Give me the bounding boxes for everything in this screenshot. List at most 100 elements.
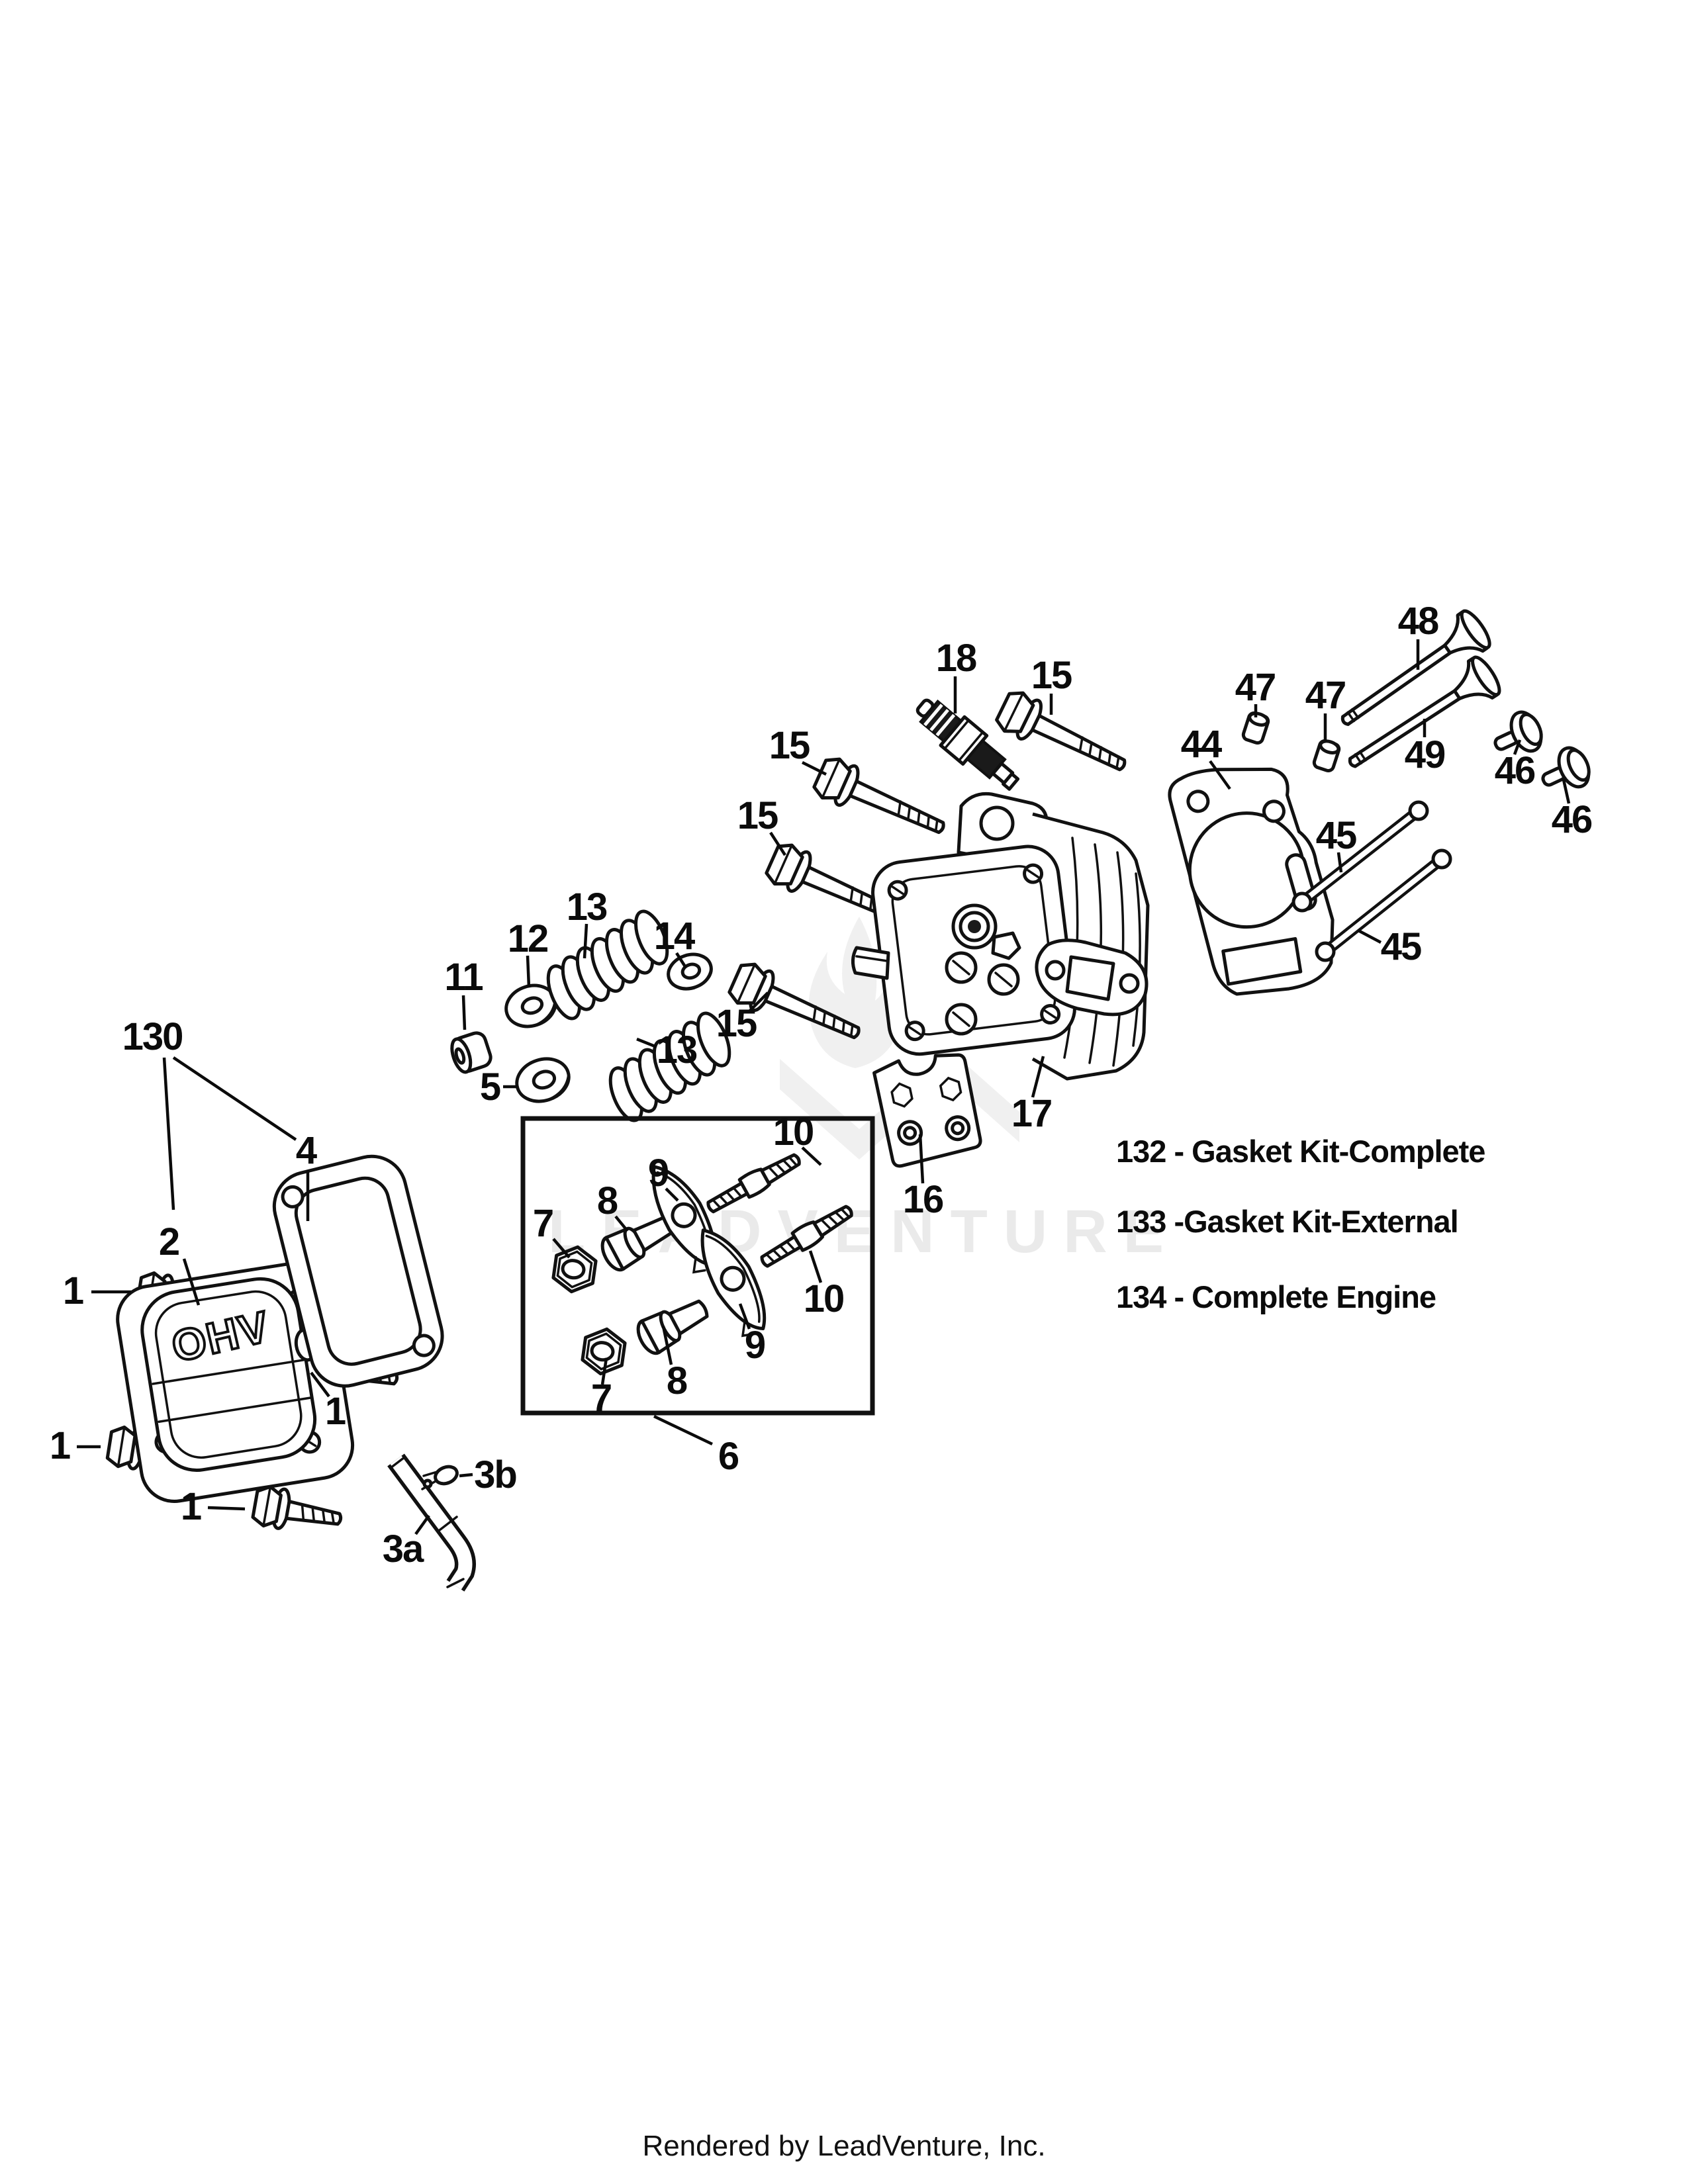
svg-text:9[interactable]: 9 [745, 1324, 767, 1367]
callout-5: 5 [480, 1066, 518, 1109]
svg-text:2[interactable]: 2 [159, 1220, 180, 1263]
valve-guide-seal [450, 1031, 492, 1074]
svg-text:46[interactable]: 46 [1552, 798, 1593, 841]
callout-11: 11 [444, 956, 484, 1030]
svg-text:3a[interactable]: 3a [383, 1527, 426, 1570]
leadventure-watermark: LEADVENTURE [548, 917, 1164, 1265]
valve-cap [667, 952, 713, 991]
svg-text:8[interactable]: 8 [667, 1359, 688, 1402]
callout-7a: 7 [533, 1202, 571, 1259]
callout-4: 4 [296, 1129, 318, 1221]
callout-47b: 47 [1305, 674, 1346, 741]
valve-cover: OHV [116, 1261, 355, 1503]
svg-text:48[interactable]: 48 [1398, 600, 1440, 643]
svg-text:16[interactable]: 16 [903, 1178, 945, 1221]
svg-text:18[interactable]: 18 [936, 637, 978, 680]
callouts-layer: 130 2 4 1 1 1 1 3a 3b 5 11 12 13 14 13 [50, 600, 1593, 1570]
callout-10a: 10 [773, 1111, 822, 1166]
svg-text:45[interactable]: 45 [1381, 925, 1423, 968]
svg-text:44[interactable]: 44 [1181, 723, 1223, 766]
callout-6: 6 [653, 1414, 740, 1478]
svg-text:7[interactable]: 7 [591, 1377, 612, 1420]
callout-12: 12 [508, 917, 549, 988]
svg-text:9[interactable]: 9 [648, 1152, 670, 1195]
callout-44: 44 [1181, 723, 1231, 790]
callout-15c: 15 [737, 794, 786, 856]
svg-text:46[interactable]: 46 [1495, 749, 1536, 792]
callout-47a: 47 [1235, 666, 1276, 717]
svg-text:15[interactable]: 15 [737, 794, 779, 837]
svg-text:15[interactable]: 15 [1031, 654, 1073, 697]
callout-1d: 1 [310, 1371, 347, 1433]
callout-15d: 15 [716, 991, 769, 1045]
spring-retainer-upper [504, 983, 557, 1028]
callout-49: 49 [1405, 719, 1446, 776]
tube-clamp [421, 1465, 459, 1490]
kit-note-132: 132 - Gasket Kit-Complete [1116, 1134, 1485, 1169]
head-bolt-15b [812, 754, 951, 848]
callout-17: 17 [1011, 1056, 1053, 1135]
kit-note-133: 133 -Gasket Kit-External [1116, 1204, 1459, 1239]
callout-2: 2 [159, 1220, 201, 1306]
rocker-kit-box [520, 1116, 875, 1416]
svg-text:130[interactable]: 130 [122, 1015, 184, 1058]
svg-text:47[interactable]: 47 [1235, 666, 1277, 709]
svg-text:13[interactable]: 13 [567, 886, 608, 929]
callout-9b: 9 [738, 1303, 767, 1367]
head-bolt-15a [994, 688, 1133, 785]
svg-text:4[interactable]: 4 [296, 1129, 318, 1172]
callout-45b: 45 [1357, 925, 1423, 968]
callout-130: 130 [122, 1015, 297, 1210]
svg-text:7[interactable]: 7 [533, 1202, 554, 1245]
callout-3a: 3a [383, 1514, 430, 1570]
svg-text:49[interactable]: 49 [1405, 733, 1446, 776]
svg-text:15[interactable]: 15 [769, 724, 811, 767]
flame-v-logo [808, 917, 902, 1068]
cylinder-head [851, 792, 1150, 1081]
callout-45a: 45 [1316, 814, 1358, 873]
svg-text:10[interactable]: 10 [773, 1111, 815, 1154]
svg-text:13[interactable]: 13 [657, 1028, 698, 1071]
svg-text:12[interactable]: 12 [508, 917, 549, 960]
svg-text:11[interactable]: 11 [444, 956, 484, 999]
callout-18: 18 [936, 637, 978, 713]
render-credit: Rendered by LeadVenture, Inc. [642, 2130, 1046, 2162]
kit-note-134: 134 - Complete Engine [1116, 1279, 1436, 1314]
callout-14: 14 [654, 915, 696, 969]
spark-plug [915, 698, 1020, 791]
callout-10b: 10 [804, 1250, 845, 1320]
svg-text:14[interactable]: 14 [654, 915, 696, 958]
callout-48: 48 [1398, 600, 1440, 670]
head-bracket [872, 1053, 982, 1168]
callout-46a: 46 [1495, 739, 1536, 792]
svg-text:8[interactable]: 8 [597, 1179, 619, 1222]
svg-text:6[interactable]: 6 [718, 1435, 740, 1478]
svg-text:17[interactable]: 17 [1011, 1092, 1053, 1135]
svg-text:3b[interactable]: 3b [474, 1453, 518, 1496]
cover-bolt-1c [252, 1484, 344, 1539]
callout-1c: 1 [181, 1485, 246, 1528]
svg-text:47[interactable]: 47 [1305, 674, 1347, 717]
svg-text:5[interactable]: 5 [480, 1066, 502, 1109]
callout-9a: 9 [648, 1152, 679, 1202]
breather-tube [387, 1453, 476, 1592]
svg-text:1[interactable]: 1 [325, 1390, 347, 1433]
dowel-pin-47b [1313, 739, 1340, 772]
svg-text:45[interactable]: 45 [1316, 814, 1358, 857]
svg-text:10[interactable]: 10 [804, 1277, 845, 1320]
callout-46b: 46 [1552, 779, 1593, 841]
callout-8b: 8 [661, 1326, 688, 1402]
callout-15a: 15 [1031, 654, 1073, 715]
svg-text:1[interactable]: 1 [50, 1424, 71, 1467]
callout-13b: 13 [636, 1028, 698, 1071]
callout-15b: 15 [769, 724, 827, 776]
callout-8a: 8 [597, 1179, 629, 1232]
svg-text:1[interactable]: 1 [181, 1485, 203, 1528]
svg-text:1[interactable]: 1 [63, 1269, 85, 1312]
callout-13a: 13 [567, 886, 608, 959]
head-gasket [1168, 767, 1335, 996]
callout-16: 16 [903, 1134, 945, 1221]
svg-text:15[interactable]: 15 [716, 1002, 758, 1045]
